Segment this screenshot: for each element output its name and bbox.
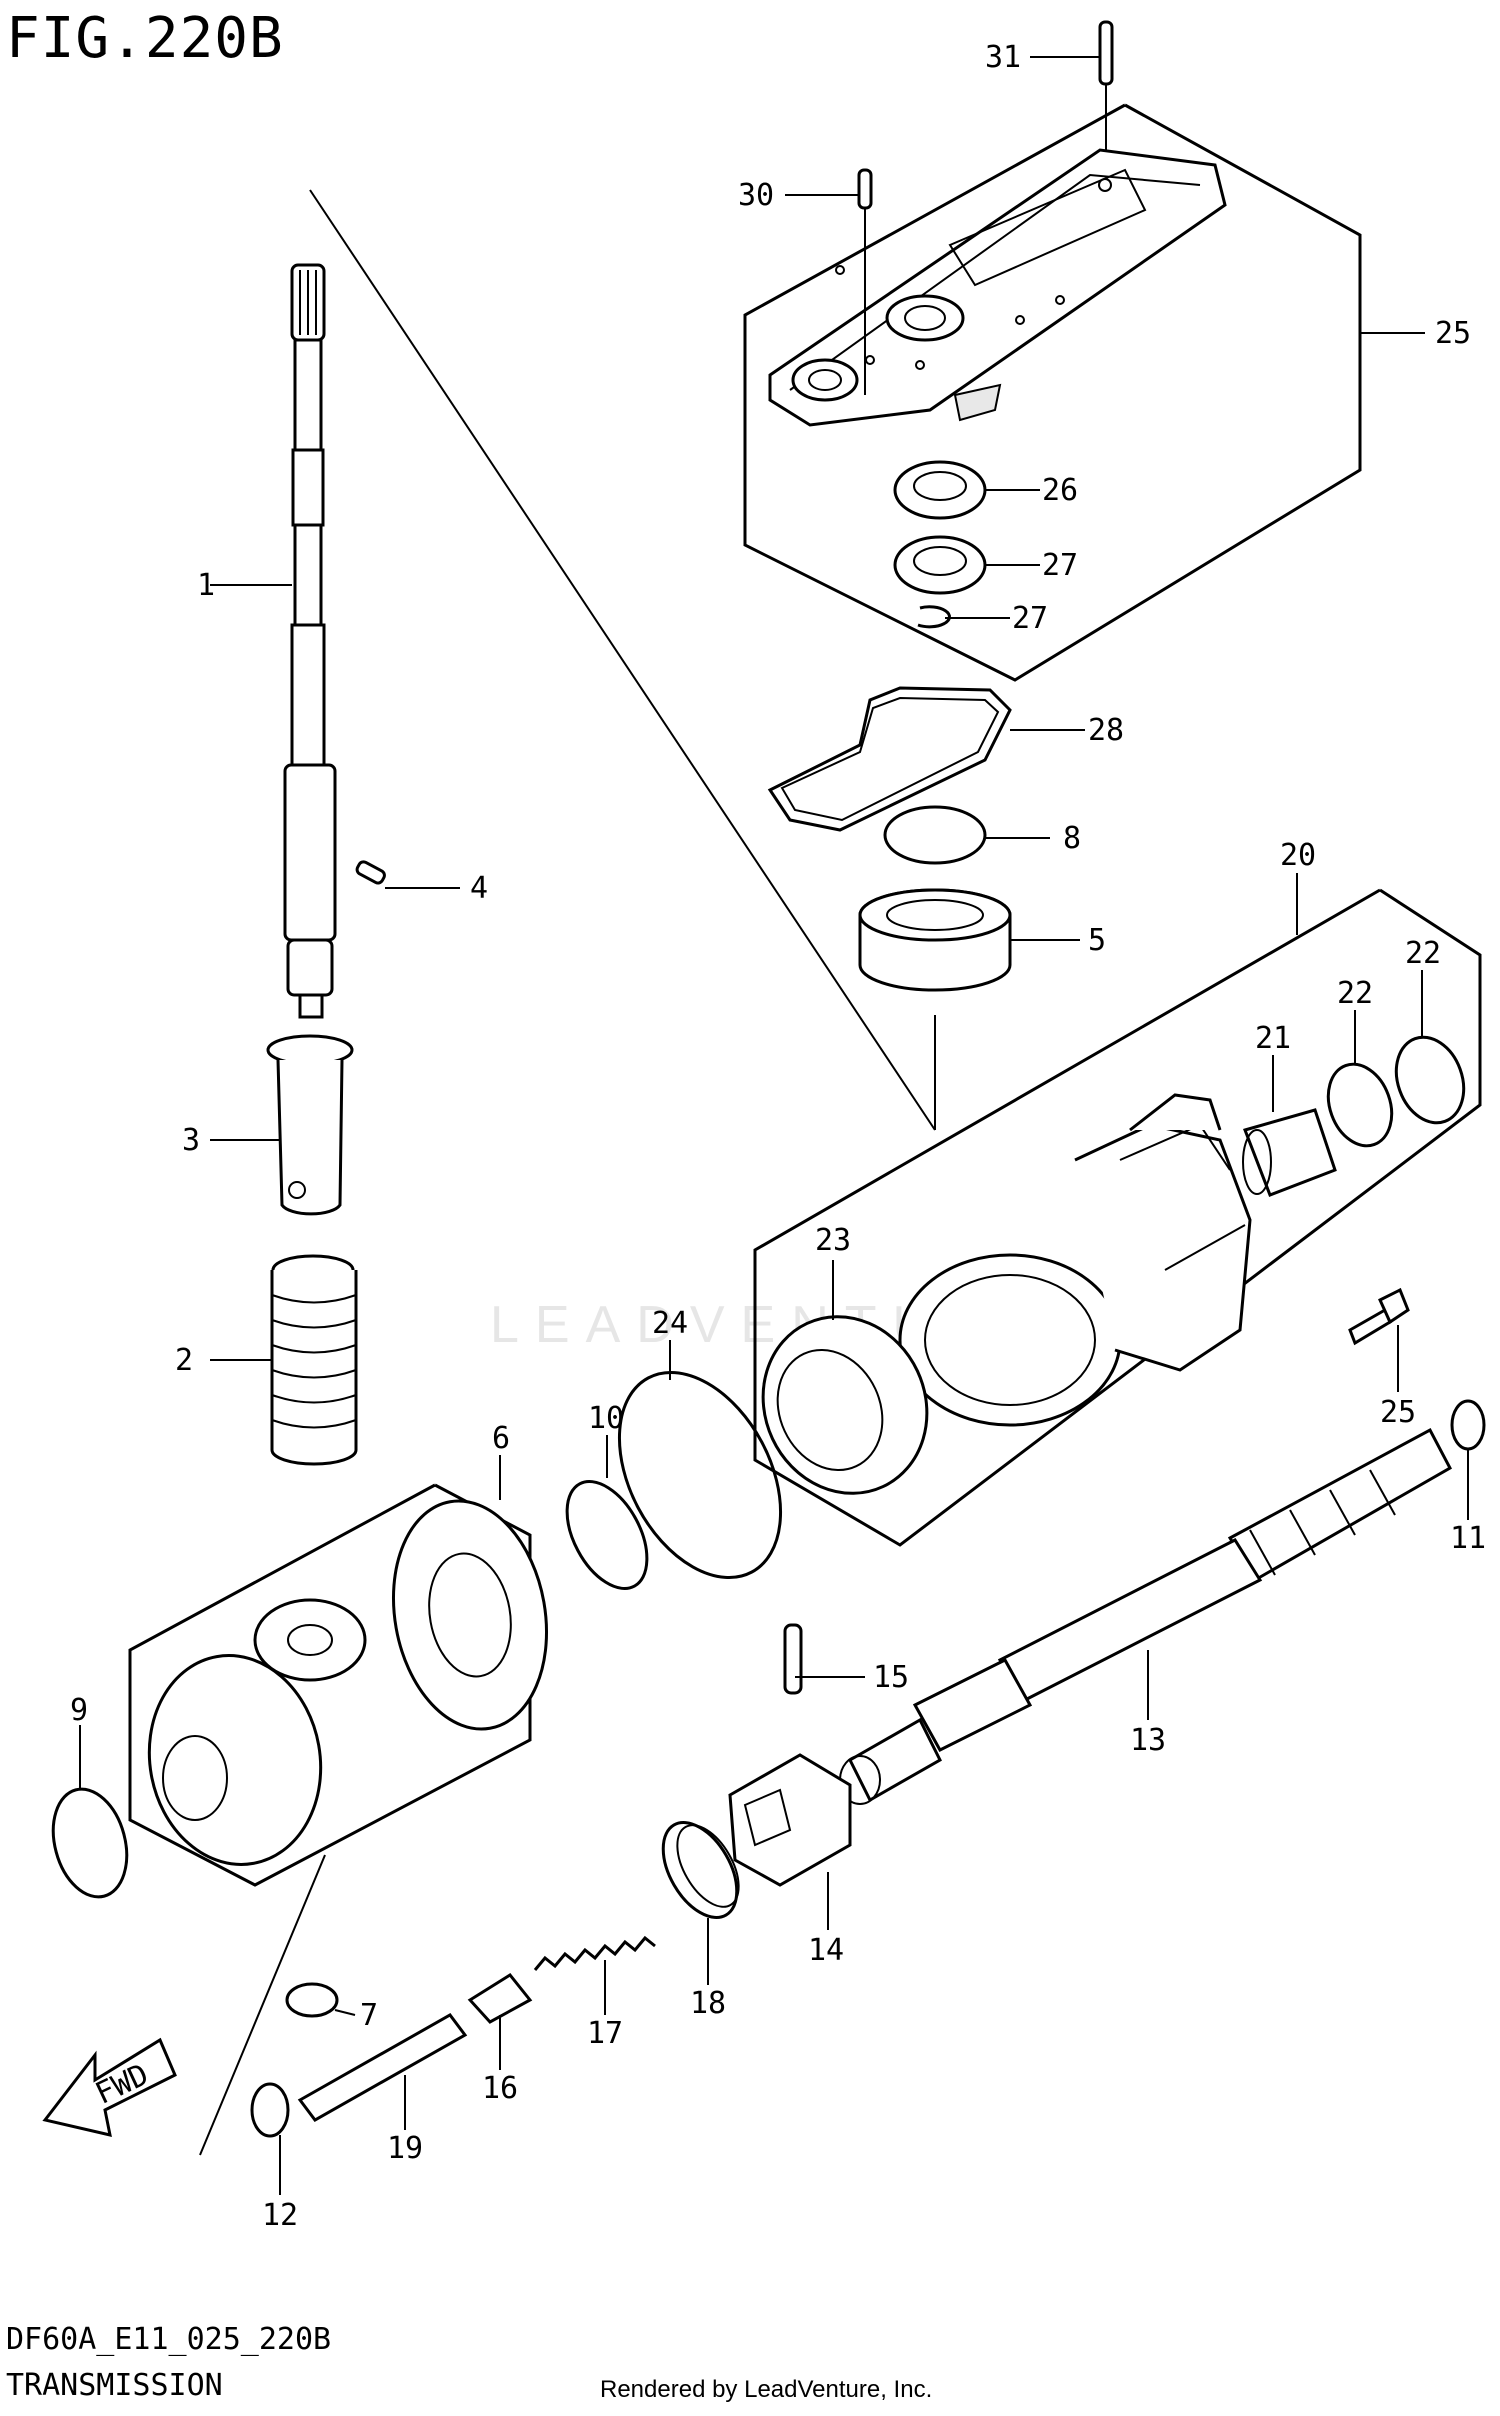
- callout-25[interactable]: 25: [1380, 1395, 1416, 1430]
- part-7-nut[interactable]: [285, 1982, 339, 2018]
- part-3-sleeve[interactable]: [266, 1034, 354, 1216]
- part-26-housing-plate[interactable]: [768, 148, 1227, 427]
- part-2-bellows[interactable]: [270, 1254, 358, 1466]
- part-6-gear-set[interactable]: [133, 1489, 564, 1878]
- callout-27-upper[interactable]: 26: [1042, 473, 1078, 508]
- part-9-washer[interactable]: [42, 1781, 138, 1905]
- part-4-pin[interactable]: [355, 860, 386, 885]
- callout-labels: 31 30 25 26 27 27 28 8 5 1 4 3 2 20 21 2…: [70, 40, 1486, 2233]
- callout-11[interactable]: 11: [1450, 1521, 1486, 1556]
- callout-10[interactable]: 10: [588, 1401, 624, 1436]
- leader-lines: [79, 56, 1469, 2195]
- render-credit: Rendered by LeadVenture, Inc.: [600, 2376, 933, 2403]
- part-23-ball-bearing[interactable]: [734, 1290, 955, 1521]
- guide-line-upper: [309, 189, 936, 1131]
- part-31-dowel-pin[interactable]: [1098, 20, 1114, 150]
- part-22-shim-b[interactable]: [1385, 1028, 1475, 1133]
- part-29-gasket[interactable]: [767, 686, 1012, 832]
- part-21-needle-bearing[interactable]: [1242, 1108, 1337, 1197]
- part-27-oil-seal-upper[interactable]: [893, 460, 987, 520]
- group-26-outline: [743, 103, 1362, 682]
- callout-16[interactable]: 16: [482, 2071, 518, 2106]
- part-11-washer[interactable]: [1450, 1399, 1486, 1451]
- callout-28[interactable]: 27: [1012, 601, 1048, 636]
- callout-1[interactable]: 1: [197, 568, 215, 603]
- part-19-push-rod[interactable]: [297, 2013, 468, 2122]
- group-20-outline: [753, 888, 1482, 1547]
- figure-title: FIG.220B: [6, 6, 284, 71]
- group-6-outline: [128, 1483, 532, 1887]
- callout-9[interactable]: 9: [70, 1693, 88, 1728]
- part-17-spring[interactable]: [533, 1935, 656, 1971]
- callout-18[interactable]: 18: [690, 1986, 726, 2021]
- callout-5[interactable]: 5: [1088, 923, 1106, 958]
- part-16-push-rod-guide[interactable]: [467, 1973, 533, 2024]
- callout-15[interactable]: 15: [873, 1660, 909, 1695]
- part-20-gear-case[interactable]: [898, 1093, 1252, 1427]
- callout-22-right[interactable]: 22: [1405, 936, 1441, 971]
- callout-12[interactable]: 12: [262, 2198, 298, 2233]
- part-28-circlip[interactable]: [917, 605, 951, 629]
- figure-code: DF60A_E11_025_220B: [6, 2322, 332, 2357]
- callout-3[interactable]: 3: [182, 1123, 200, 1158]
- part-18-spring-ring[interactable]: [648, 1810, 752, 1930]
- callout-27-lower[interactable]: 27: [1042, 548, 1078, 583]
- part-15-pin[interactable]: [783, 1623, 803, 1695]
- part-25-bolt[interactable]: [1348, 1287, 1410, 1346]
- callout-19[interactable]: 19: [387, 2131, 423, 2166]
- callout-31[interactable]: 31: [985, 40, 1021, 75]
- fwd-direction-arrow: FWD: [42, 2037, 177, 2137]
- part-22-shim-a[interactable]: [1317, 1055, 1402, 1154]
- part-8-o-ring[interactable]: [883, 805, 987, 865]
- part-24-o-ring[interactable]: [587, 1345, 814, 1605]
- part-30-dowel-pin[interactable]: [857, 168, 873, 395]
- callout-13[interactable]: 13: [1130, 1723, 1166, 1758]
- callout-24[interactable]: 24: [652, 1306, 688, 1341]
- callout-2[interactable]: 2: [175, 1343, 193, 1378]
- callout-14[interactable]: 14: [808, 1933, 844, 1968]
- callout-22-left[interactable]: 22: [1337, 976, 1373, 1011]
- part-13-propeller-shaft[interactable]: [839, 1427, 1453, 1805]
- part-27-oil-seal-lower[interactable]: [893, 535, 987, 595]
- part-5-bearing[interactable]: [858, 888, 1012, 992]
- callout-7[interactable]: 7: [360, 1998, 378, 2033]
- callout-17[interactable]: 17: [587, 2016, 623, 2051]
- guide-line-lower: [199, 1854, 326, 2156]
- callout-23[interactable]: 23: [815, 1223, 851, 1258]
- callout-29[interactable]: 28: [1088, 713, 1124, 748]
- callout-4[interactable]: 4: [470, 871, 488, 906]
- part-1-drive-shaft[interactable]: [283, 263, 337, 1019]
- part-12-washer[interactable]: [250, 2082, 290, 2138]
- part-10-shim[interactable]: [551, 1468, 664, 1601]
- callout-8[interactable]: 8: [1063, 821, 1081, 856]
- callout-26[interactable]: 25: [1435, 316, 1471, 351]
- part-14-clutch-dog[interactable]: [728, 1753, 852, 1887]
- callout-6[interactable]: 6: [492, 1421, 510, 1456]
- callout-21[interactable]: 21: [1255, 1021, 1291, 1056]
- section-name: TRANSMISSION: [6, 2368, 223, 2403]
- callout-30[interactable]: 30: [738, 178, 774, 213]
- callout-20[interactable]: 20: [1280, 838, 1316, 873]
